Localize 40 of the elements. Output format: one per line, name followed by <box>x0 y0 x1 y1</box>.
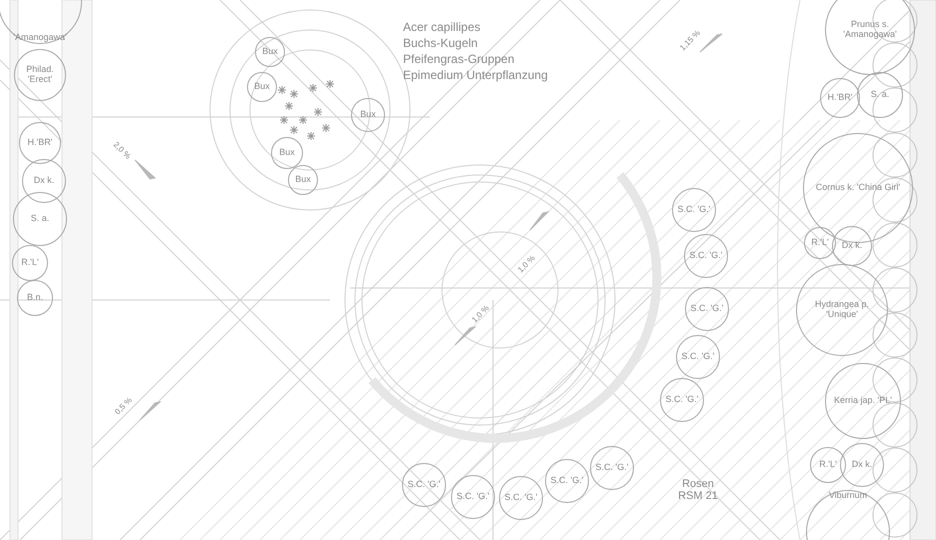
plant-list-text: Buchs-Kugeln <box>403 36 478 50</box>
plant-list-text: Epimedium Unterpflanzung <box>403 68 548 82</box>
plant-circle: Dx k. <box>22 159 66 203</box>
plant-circle: S.C. 'G.' <box>672 188 716 232</box>
plant-circle: R.'L' <box>804 227 836 259</box>
plant-circle: Dx k. <box>840 443 884 487</box>
plant-circle: S.C. 'G.' <box>590 446 634 490</box>
plant-circle: Bux <box>247 72 277 102</box>
plant-circle: B.n. <box>17 280 53 316</box>
plant-circle: Dx k. <box>832 226 872 266</box>
plant-circle: R.'L' <box>12 245 48 281</box>
plant-circle: Bux <box>288 165 318 195</box>
plant-circle: S.C. 'G.' <box>676 335 720 379</box>
plant-circle: S.C. 'G.' <box>402 463 446 507</box>
plant-circle: S. a. <box>857 72 903 118</box>
plant-circle: Bux <box>351 98 385 132</box>
plant-circle: R.'L' <box>810 447 846 483</box>
plant-circle: H.'BR' <box>820 78 860 118</box>
plant-circle: S.C. 'G.' <box>684 234 728 278</box>
slope-label: 2,0 % <box>112 140 132 161</box>
plant-circle: Philad. 'Erect' <box>14 49 66 101</box>
plant-circle: S.C. 'G.' <box>685 287 729 331</box>
plant-circle: S.C. 'G.' <box>545 459 589 503</box>
plant-circle: S.C. 'G.' <box>499 476 543 520</box>
plant-circle: Bux <box>255 37 285 67</box>
plant-list-text: Acer capillipes <box>403 20 480 34</box>
plant-circle: Kerria jap. 'PL' <box>825 363 901 439</box>
plant-circle: Bux <box>271 137 303 169</box>
plant-circle: S.C. 'G.' <box>451 475 495 519</box>
plant-circle: Prunus s. 'Amanogawa' <box>825 0 915 75</box>
plant-circle: Viburnum <box>806 490 890 540</box>
plant-circle: Hydrangea p. 'Unique' <box>796 264 888 356</box>
plant-circle: H.'BR' <box>19 122 61 164</box>
plant-list-text: Pfeifengras-Gruppen <box>403 52 514 66</box>
slope-label: 1,0 % <box>516 254 537 274</box>
plant-circle: S. a. <box>13 192 67 246</box>
slope-label: 1,0 % <box>470 304 491 324</box>
slope-label: 0,5 % <box>113 396 134 416</box>
area-label: Rosen RSM 21 <box>677 478 719 502</box>
plant-circle: S.C. 'G.' <box>660 378 704 422</box>
